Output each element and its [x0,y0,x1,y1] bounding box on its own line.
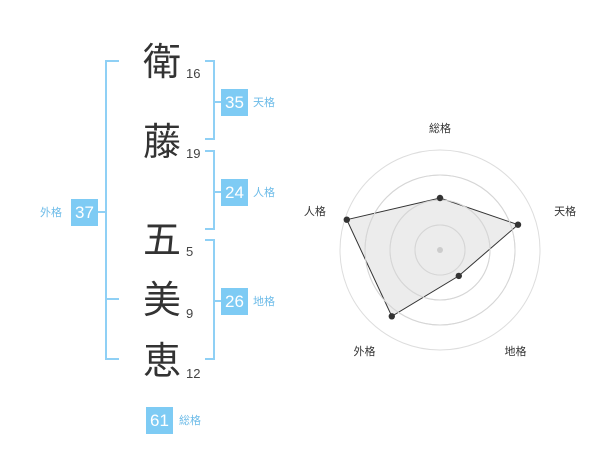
soukaku-label: 総格 [179,414,201,427]
radar-ring-overlay-3 [364,174,516,326]
radar-axis-label-5: 人格 [304,204,326,218]
name-char-4: 美 [142,278,181,322]
name-char-5: 恵 [142,339,181,383]
chikaku-label: 地格 [253,295,275,308]
radar-axis-label-3: 地格 [505,344,527,358]
jinkaku-value: 24 [221,179,248,206]
gaikaku-value: 37 [71,199,98,226]
soukaku-value: 61 [146,407,173,434]
stroke-count-3: 5 [186,244,194,259]
stroke-count-5: 12 [186,366,201,381]
radar-axis-label-4: 外格 [354,344,376,358]
chikaku-value: 26 [221,288,248,315]
radar-center-dot [437,247,443,253]
radar-point-3 [455,272,462,280]
radar-axis-label-1: 総格 [429,121,451,135]
stroke-count-4: 9 [186,306,194,321]
radar-point-1 [436,194,444,202]
radar-point-2 [514,221,522,228]
stroke-count-1: 16 [186,66,201,81]
gaikaku-label: 外格 [40,206,62,219]
radar-ring-overlay-1 [414,224,466,276]
radar-point-5 [343,216,350,223]
tenkaku-value: 35 [221,89,248,116]
tenkaku-label: 天格 [253,96,275,109]
name-char-3: 五 [142,218,181,262]
name-char-2: 藤 [142,120,181,164]
name-char-1: 衛 [142,40,181,84]
radar-point-4 [388,313,395,320]
jinkaku-label: 人格 [253,186,275,199]
radar-axis-label-2: 天格 [554,204,576,218]
stroke-count-2: 19 [186,146,201,161]
radar-polygon [346,197,519,318]
